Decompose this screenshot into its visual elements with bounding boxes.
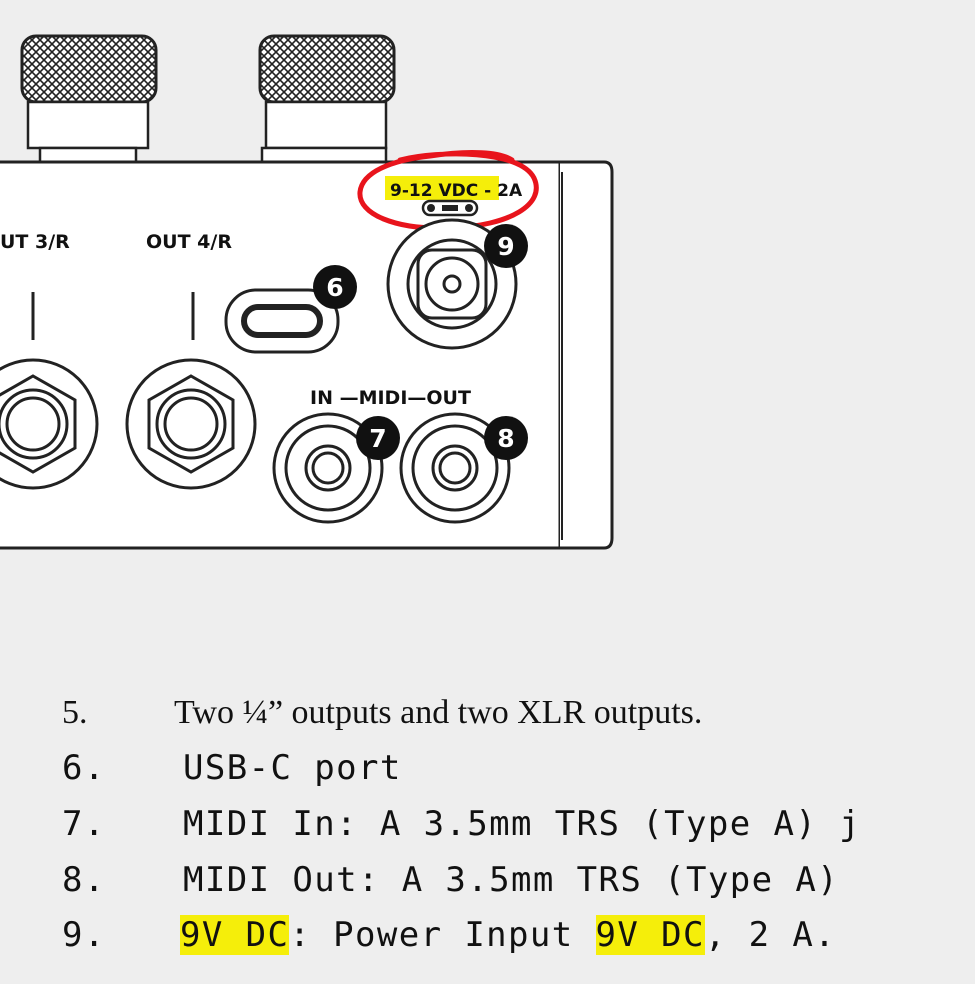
out4-label: OUT 4/R xyxy=(146,231,232,253)
list-item-text: MIDI Out: A 3.5mm TRS (Type A) xyxy=(183,860,840,900)
badge-7: 7 xyxy=(356,416,400,460)
list-item-number: 5. xyxy=(62,694,88,731)
midi-jack-icon xyxy=(272,412,384,524)
polarity-icon xyxy=(421,199,479,217)
list-item-text: 9V DC: Power Input 9V DC, 2 A. xyxy=(180,915,836,955)
out3-label: UT 3/R xyxy=(0,231,70,253)
annotation-circle xyxy=(357,150,539,231)
power-label: 9-12 VDC - 2A xyxy=(390,181,523,201)
list-item-text: Two ¼” outputs and two XLR outputs. xyxy=(174,694,703,731)
list-item-text: USB-C port xyxy=(183,748,402,788)
svg-text:9: 9 xyxy=(497,232,514,261)
svg-text:8: 8 xyxy=(497,424,514,453)
list-item-text: MIDI In: A 3.5mm TRS (Type A) j xyxy=(183,804,861,844)
svg-text:7: 7 xyxy=(369,424,386,453)
device-diagram: UT 3/R OUT 4/R 6 9-12 VDC - 2A xyxy=(0,34,614,550)
quarter-inch-jack-icon xyxy=(0,358,99,490)
knurled-knob-icon xyxy=(20,34,158,164)
quarter-inch-jack-icon xyxy=(125,358,257,490)
knurled-knob-icon xyxy=(258,34,396,164)
plain-text: , 2 A. xyxy=(704,915,837,955)
svg-text:6: 6 xyxy=(326,273,343,302)
list-item-number: 8. xyxy=(62,860,106,900)
plain-text: : Power Input xyxy=(289,915,596,955)
midi-jack-icon xyxy=(399,412,511,524)
list-item-number: 9. xyxy=(62,915,106,955)
highlighted-text: 9V DC xyxy=(595,915,705,955)
highlighted-text: 9V DC xyxy=(180,915,290,955)
usb-c-port-icon xyxy=(224,288,340,354)
badge-6: 6 xyxy=(313,265,357,309)
power-label-highlight xyxy=(385,176,499,200)
dc-jack-icon xyxy=(386,218,518,350)
badge-9: 9 xyxy=(484,224,528,268)
list-item-number: 7. xyxy=(62,804,106,844)
badge-8: 8 xyxy=(484,416,528,460)
midi-label: IN —MIDI—OUT xyxy=(310,387,471,409)
list-item-number: 6. xyxy=(62,748,106,788)
